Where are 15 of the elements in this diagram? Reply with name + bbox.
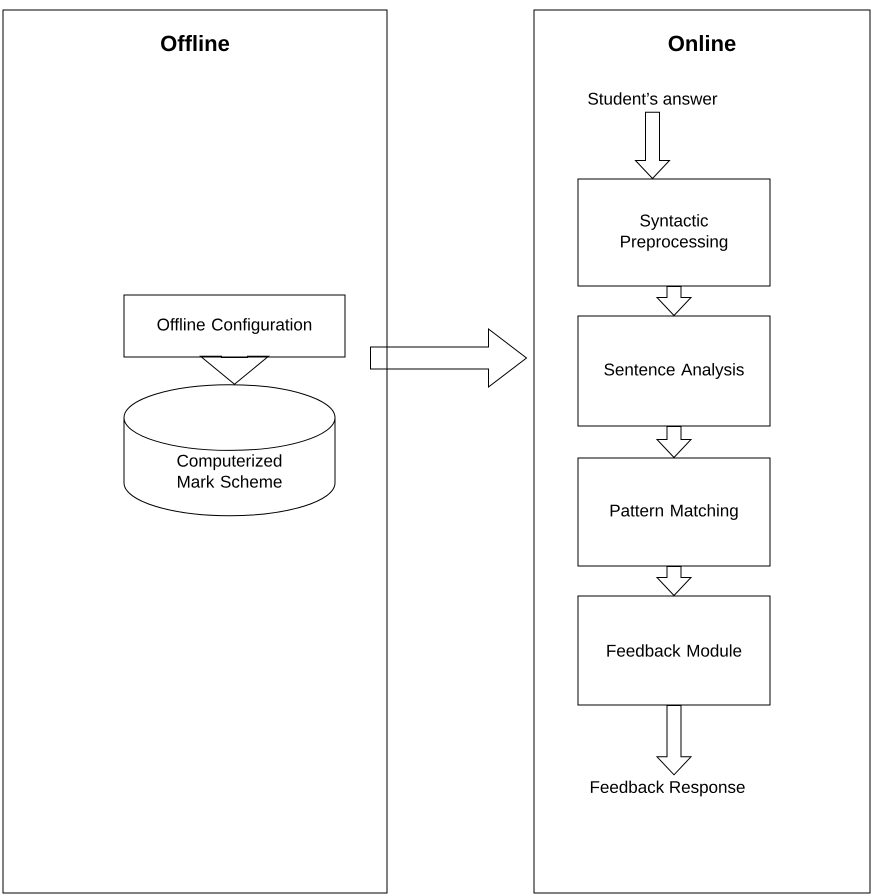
block-arrow (370, 328, 528, 388)
process-box: Syntactic Preprocessing (578, 178, 770, 286)
block-arrow (656, 566, 692, 596)
process-box: Sentence Analysis (578, 316, 770, 426)
process-box: Offline Configuration (124, 294, 346, 358)
block-arrow (656, 286, 692, 316)
block-arrow (656, 426, 692, 458)
block-arrow (634, 112, 671, 180)
text-label: Student’s answer (588, 92, 718, 105)
database-cylinder: Computerized Mark Scheme (124, 384, 336, 516)
process-box: Pattern Matching (578, 458, 770, 566)
block-arrow (199, 356, 270, 385)
text-label: Feedback Response (590, 780, 745, 796)
block-arrow (656, 705, 692, 776)
process-box: Feedback Module (578, 596, 770, 706)
